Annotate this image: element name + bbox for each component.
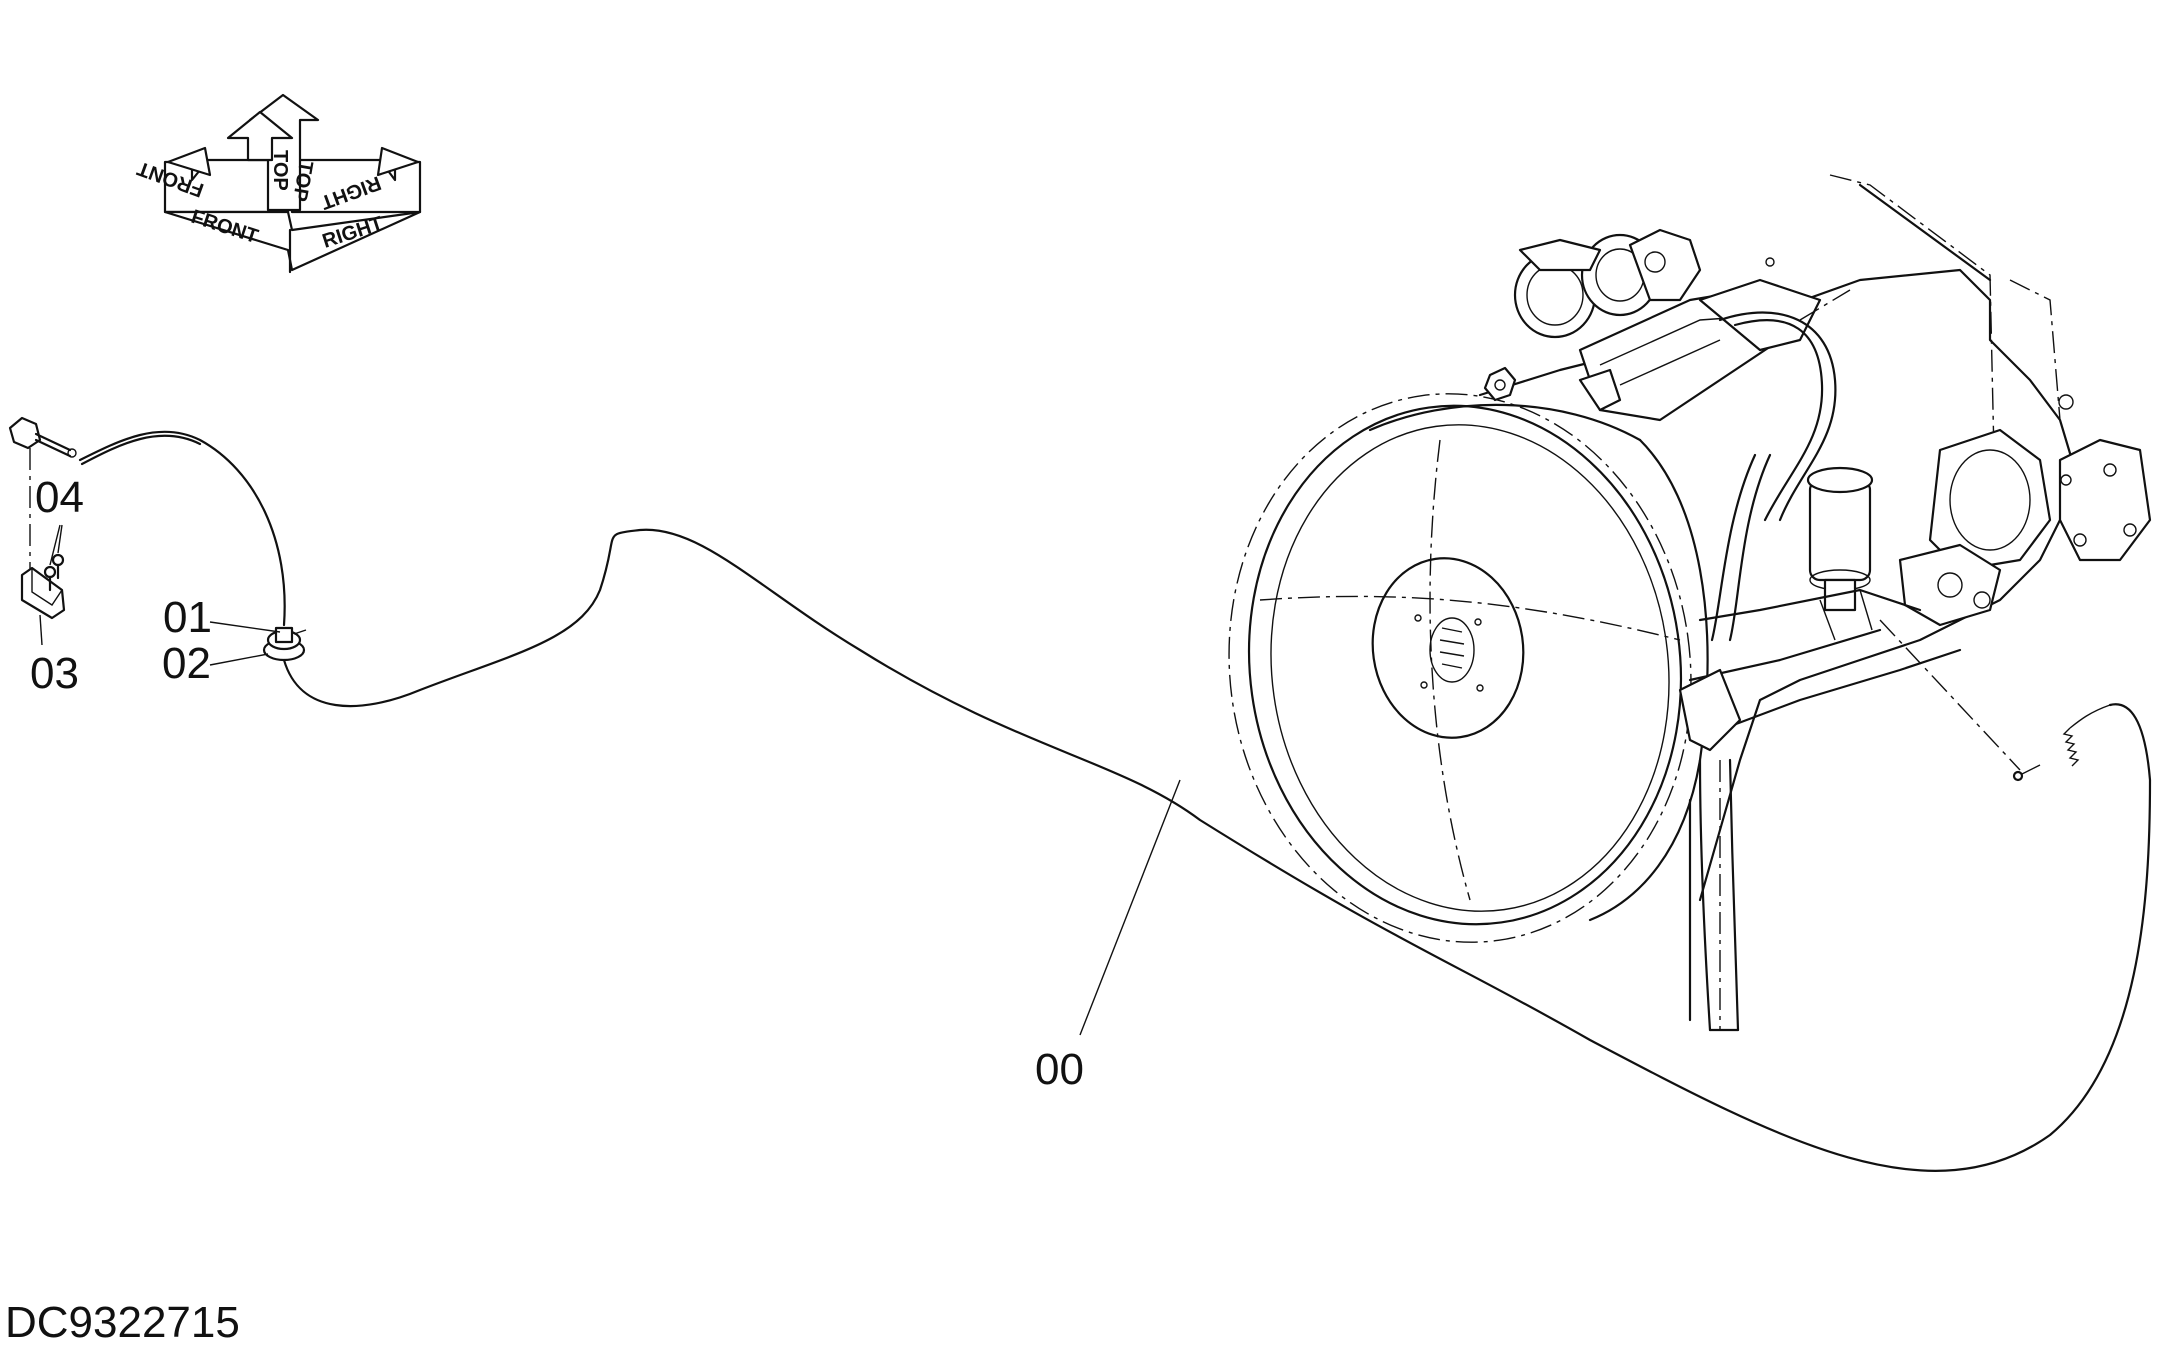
grommet <box>209 621 307 666</box>
callout-01: 01 <box>163 593 212 642</box>
cable-main <box>78 430 2152 1172</box>
right-arrow <box>290 158 422 214</box>
bracket-assembly <box>8 416 77 646</box>
orientation-base <box>163 210 422 272</box>
callout-03: 03 <box>30 649 79 698</box>
callout-02: 02 <box>162 639 211 688</box>
right-label: RIGHT <box>320 213 386 253</box>
cable-end-spring <box>2012 704 2111 782</box>
top-label: TOP <box>269 150 291 191</box>
fuel-filter <box>1806 466 1874 612</box>
rear-mount <box>2058 394 2152 562</box>
starter-motor <box>1928 428 2052 572</box>
callout-00: 00 <box>1035 1045 1084 1094</box>
engine-assembly <box>1228 174 2152 1032</box>
flywheel-hub <box>1371 557 1525 739</box>
drain-hoses <box>1688 758 1740 1032</box>
right-arrow-tip <box>376 146 420 177</box>
turbocharger <box>1513 228 1702 339</box>
bolts <box>43 553 65 592</box>
document-id: DC9322715 <box>5 1298 240 1347</box>
cable-knob <box>8 416 42 450</box>
control-cable <box>78 430 2152 1172</box>
lifting-eye <box>1483 366 1517 402</box>
orientation-arrows: FRONT FRONT TOP TOP RIGHT RIGHT <box>134 93 422 274</box>
callout-04: 04 <box>35 473 84 522</box>
top-arrow-back <box>226 110 294 162</box>
front-arrow-tip <box>166 146 212 177</box>
